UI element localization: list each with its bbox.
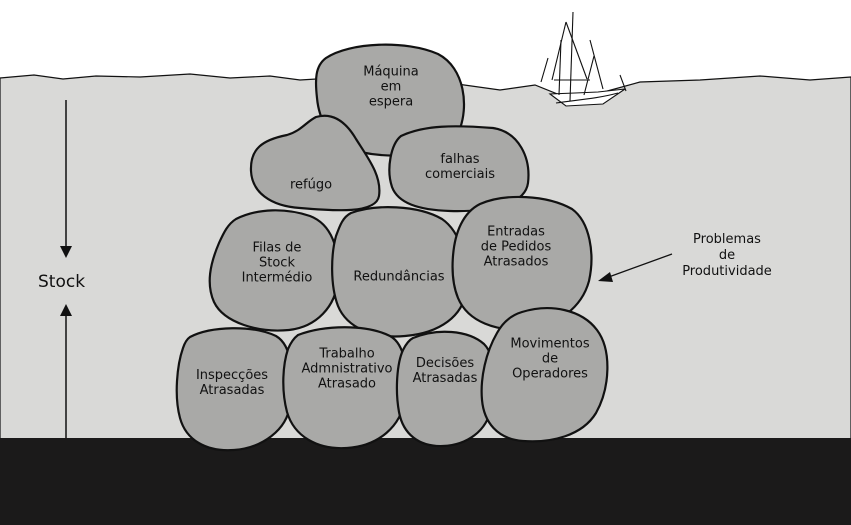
rock-label-line: Intermédio bbox=[242, 271, 313, 286]
rock-label-line: refúgo bbox=[290, 178, 332, 193]
seabed bbox=[0, 438, 851, 525]
rock-label-line: Redundâncias bbox=[353, 270, 444, 285]
annotation-line-2: de bbox=[719, 248, 735, 263]
rock-shape bbox=[395, 330, 495, 448]
rock-shape bbox=[480, 307, 609, 443]
rock-shape bbox=[208, 209, 340, 332]
rock-label-line: comerciais bbox=[425, 167, 495, 182]
rock-label-line: Operadores bbox=[512, 367, 588, 382]
annotation-arrow-line bbox=[605, 253, 673, 279]
rock-label-line: Atrasadas bbox=[413, 371, 478, 386]
rock-label-line: Atrasadas bbox=[200, 383, 265, 398]
rock-label-line: Filas de bbox=[253, 241, 302, 256]
rock-redundancias: Redundâncias bbox=[331, 206, 468, 338]
rock-label-line: Inspecções bbox=[196, 368, 268, 383]
rock-label-line: falhas bbox=[440, 152, 479, 167]
productivity-annotation: Problemas de Produtividade bbox=[598, 232, 772, 282]
rock-shape bbox=[331, 206, 468, 338]
rock-label-line: Movimentos bbox=[510, 337, 589, 352]
rock-label-line: espera bbox=[369, 95, 413, 110]
annotation-arrow-icon bbox=[598, 272, 613, 282]
stock-arrow-down-icon bbox=[60, 246, 72, 258]
rock-shape bbox=[282, 326, 408, 450]
rock-label-line: em bbox=[381, 80, 402, 95]
annotation-line-1: Problemas bbox=[693, 232, 761, 247]
rock-label-line: Atrasado bbox=[318, 377, 376, 392]
stock-arrows bbox=[60, 100, 72, 438]
rock-label-line: Stock bbox=[259, 256, 295, 271]
rock-label-line: Entradas bbox=[487, 225, 545, 240]
rock-label-line: de bbox=[542, 352, 558, 367]
rock-label-line: Admnistrativo bbox=[302, 362, 393, 377]
rock-label-line: Máquina bbox=[363, 65, 419, 80]
rock-label-line: Decisões bbox=[416, 356, 474, 371]
stock-label: Stock bbox=[38, 272, 85, 292]
sailboat-icon bbox=[540, 11, 627, 107]
rock-label-line: de Pedidos bbox=[481, 240, 552, 255]
rock-refugo: refúgo bbox=[249, 114, 381, 212]
rock-label-line: Atrasados bbox=[484, 255, 549, 270]
rock-label-line: Trabalho bbox=[318, 347, 374, 362]
stock-arrow-up-icon bbox=[60, 304, 72, 316]
rock-shape bbox=[249, 114, 381, 212]
rock-shape bbox=[175, 327, 294, 452]
annotation-line-3: Produtividade bbox=[682, 264, 772, 279]
